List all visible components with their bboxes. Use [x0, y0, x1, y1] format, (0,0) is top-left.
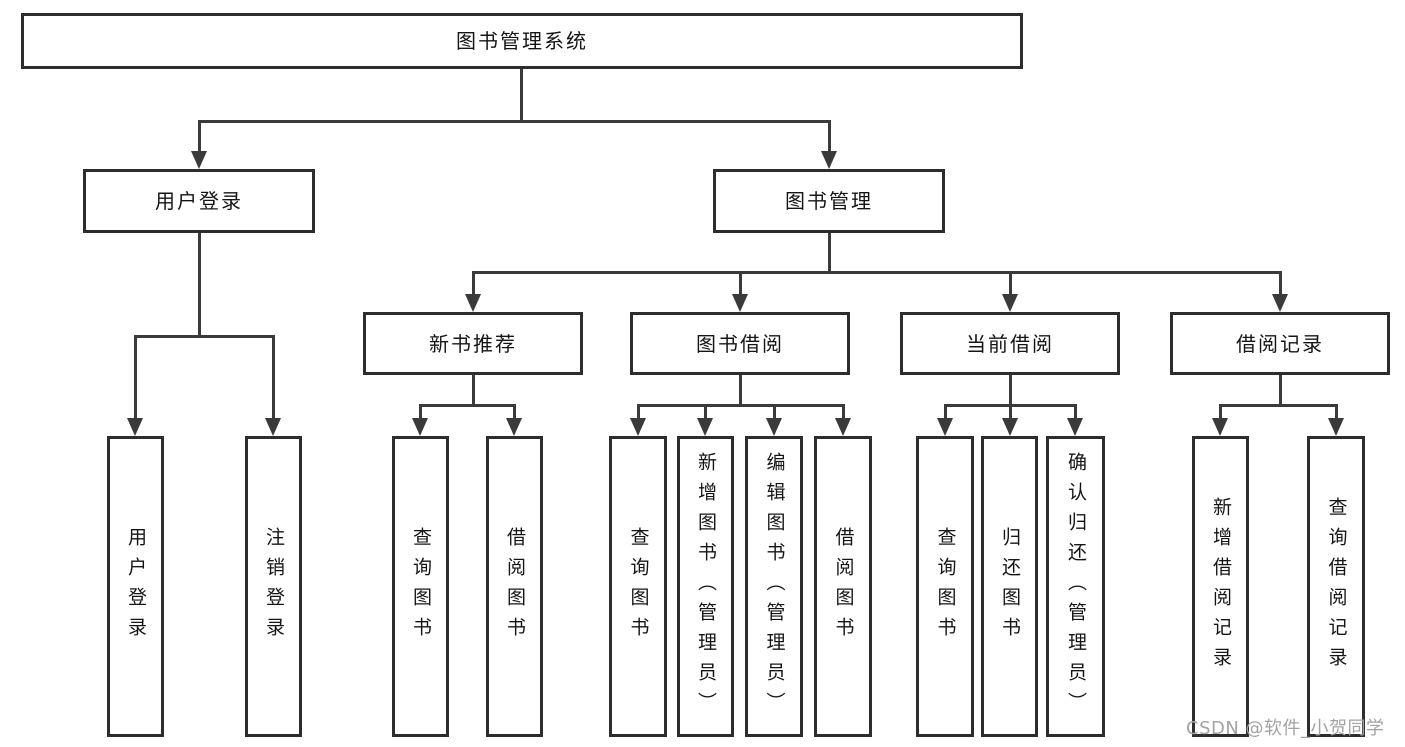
- node-label: 图书管理系统: [456, 29, 588, 53]
- connector-vline: [272, 335, 275, 419]
- connector-vline: [419, 404, 422, 420]
- node-label: 查询图书: [410, 526, 432, 647]
- connector-vline: [1335, 404, 1338, 420]
- arrow-down: [766, 418, 782, 436]
- arrow-down: [465, 294, 481, 312]
- node-label: 归还图书: [999, 526, 1021, 647]
- connector-vline: [739, 375, 742, 407]
- leaf-add-borrow-record: 新增借阅记录: [1192, 436, 1249, 737]
- node-label: 用户登录: [125, 526, 147, 647]
- leaf-logout: 注销登录: [245, 436, 302, 737]
- connector-hline: [198, 120, 831, 123]
- arrow-down: [127, 418, 143, 436]
- node-label: 确认归还（管理员）: [1065, 451, 1087, 722]
- watermark: CSDN @软件_小贺同学: [1186, 718, 1385, 739]
- arrow-down: [1272, 294, 1288, 312]
- connector-vline: [828, 233, 831, 274]
- node-label: 新书推荐: [429, 331, 517, 356]
- connector-vline: [1219, 404, 1222, 420]
- arrow-down: [1002, 294, 1018, 312]
- connector-vline: [134, 335, 137, 419]
- node-book-management: 图书管理: [713, 169, 945, 233]
- leaf-query-books-2: 查询图书: [609, 436, 667, 737]
- node-label: 用户登录: [155, 189, 243, 213]
- node-label: 注销登录: [263, 526, 285, 647]
- leaf-borrow-books-2: 借阅图书: [814, 436, 872, 737]
- connector-hline: [637, 404, 845, 407]
- node-label: 查询图书: [934, 526, 957, 647]
- node-borrow-records: 借阅记录: [1170, 312, 1390, 375]
- connector-hline: [419, 404, 516, 407]
- arrow-down: [1002, 418, 1018, 436]
- node-label: 当前借阅: [966, 331, 1054, 356]
- leaf-confirm-return-admin: 确认归还（管理员）: [1046, 436, 1105, 737]
- connector-vline: [704, 404, 707, 420]
- leaf-borrow-books-1: 借阅图书: [486, 436, 543, 737]
- arrow-down: [265, 418, 281, 436]
- node-book-borrow: 图书借阅: [630, 312, 850, 375]
- connector-vline: [842, 404, 845, 420]
- arrow-down: [1067, 418, 1083, 436]
- node-current-borrow: 当前借阅: [900, 312, 1120, 375]
- arrow-down: [506, 418, 522, 436]
- arrow-down: [835, 418, 851, 436]
- connector-vline: [1279, 375, 1282, 407]
- arrow-down: [1212, 418, 1228, 436]
- arrow-down: [937, 418, 953, 436]
- connector-vline: [1279, 271, 1282, 296]
- node-user-login: 用户登录: [83, 169, 315, 233]
- connector-vline: [1074, 404, 1077, 420]
- connector-vline: [520, 69, 523, 122]
- leaf-user-login: 用户登录: [107, 436, 164, 737]
- connector-vline: [472, 271, 475, 296]
- connector-vline: [739, 271, 742, 296]
- connector-hline: [1219, 404, 1338, 407]
- connector-vline: [637, 404, 640, 420]
- leaf-query-books-1: 查询图书: [392, 436, 449, 737]
- node-label: 查询图书: [627, 526, 650, 647]
- node-label: 新增借阅记录: [1210, 496, 1232, 677]
- arrow-down: [191, 151, 207, 169]
- arrow-down: [630, 418, 646, 436]
- connector-vline: [1009, 271, 1012, 296]
- connector-vline: [513, 404, 516, 420]
- leaf-query-books-3: 查询图书: [916, 436, 974, 737]
- arrow-down: [412, 418, 428, 436]
- connector-vline: [198, 120, 201, 153]
- node-root: 图书管理系统: [21, 13, 1023, 69]
- node-label: 借阅记录: [1236, 331, 1324, 356]
- node-label: 图书管理: [785, 189, 873, 213]
- node-label: 查询借阅记录: [1325, 496, 1348, 677]
- connector-hline: [134, 335, 275, 338]
- node-label: 借阅图书: [832, 526, 855, 647]
- leaf-edit-book-admin: 编辑图书（管理员）: [745, 436, 803, 737]
- arrow-down: [697, 418, 713, 436]
- connector-vline: [472, 375, 475, 407]
- connector-vline: [1009, 375, 1012, 407]
- arrow-down: [821, 151, 837, 169]
- connector-vline: [944, 404, 947, 420]
- node-label: 借阅图书: [504, 526, 526, 647]
- connector-vline: [1009, 404, 1012, 420]
- leaf-query-borrow-record: 查询借阅记录: [1307, 436, 1365, 737]
- connector-vline: [198, 233, 201, 336]
- node-label: 编辑图书（管理员）: [763, 451, 786, 722]
- connector-vline: [828, 120, 831, 153]
- arrow-down: [1328, 418, 1344, 436]
- arrow-down: [732, 294, 748, 312]
- node-label: 图书借阅: [696, 331, 784, 356]
- node-new-book-recommend: 新书推荐: [363, 312, 583, 375]
- leaf-add-book-admin: 新增图书（管理员）: [677, 436, 734, 737]
- connector-hline: [472, 271, 1282, 274]
- node-label: 新增图书（管理员）: [695, 451, 717, 722]
- connector-vline: [773, 404, 776, 420]
- leaf-return-book: 归还图书: [981, 436, 1038, 737]
